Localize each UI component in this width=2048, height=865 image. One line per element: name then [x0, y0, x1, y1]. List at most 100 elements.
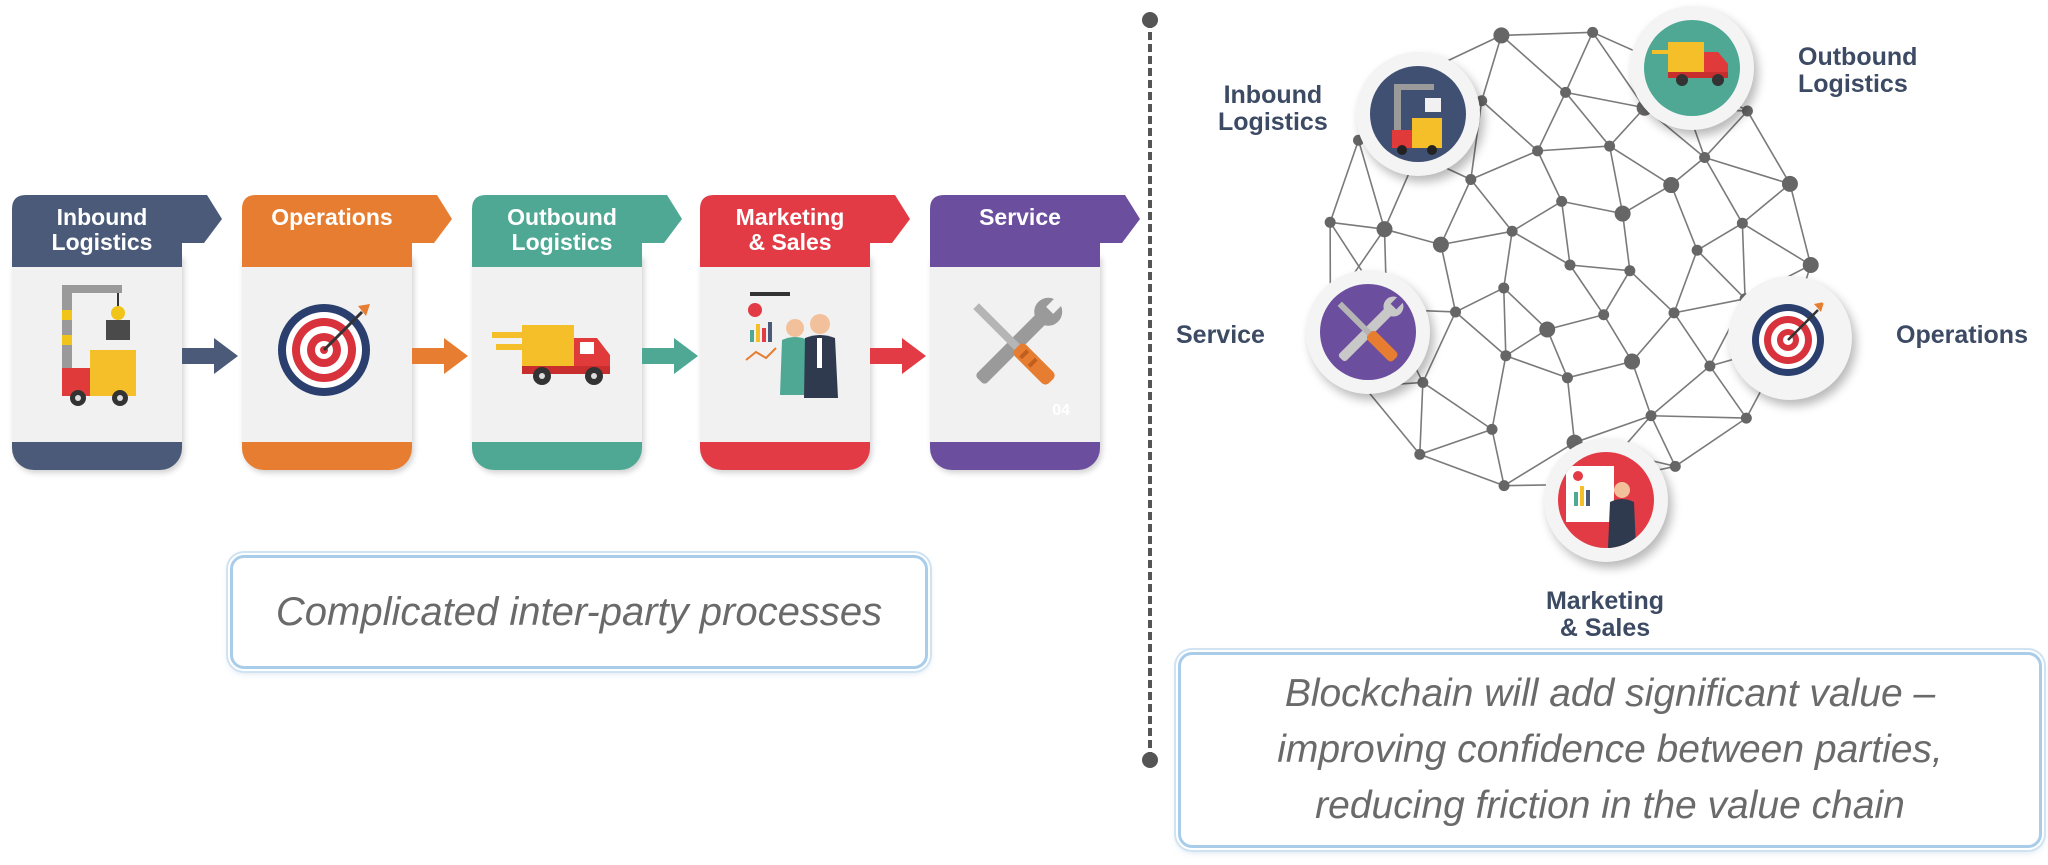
mesh-link	[1674, 417, 1747, 467]
presentation-icon	[720, 280, 850, 410]
mesh-link	[1363, 385, 1421, 455]
mesh-link	[1650, 365, 1711, 417]
mesh-link	[1609, 145, 1672, 186]
mesh-link	[1741, 183, 1791, 224]
mesh-link	[1470, 179, 1513, 232]
card-header: Outbound Logistics	[472, 195, 682, 267]
tools-icon	[1320, 284, 1416, 380]
node-label-inbound-logistics: Inbound Logistics	[1218, 81, 1328, 136]
card-title: Outbound Logistics	[507, 204, 617, 255]
mesh-node	[1691, 244, 1703, 256]
mesh-node	[1564, 259, 1576, 271]
target-icon	[1742, 290, 1838, 386]
node-outbound-logistics	[1630, 6, 1754, 130]
mesh-node	[1668, 307, 1680, 319]
mesh-node	[1624, 265, 1636, 277]
mesh-link	[1574, 414, 1652, 444]
card-header: Inbound Logistics	[12, 195, 222, 267]
right-caption-line: improving confidence between parties,	[1277, 728, 1943, 771]
mesh-link	[1670, 184, 1698, 251]
mesh-link	[1629, 270, 1675, 314]
mesh-node	[1802, 257, 1819, 273]
mesh-node	[1598, 309, 1610, 321]
mesh-link	[1455, 311, 1507, 357]
mesh-link	[1481, 100, 1539, 152]
mesh-link	[1603, 314, 1633, 362]
mesh-link	[1503, 287, 1548, 331]
mesh-link	[1566, 377, 1576, 443]
arrow-right-icon	[870, 338, 926, 374]
target-icon	[262, 280, 392, 410]
mesh-link	[1511, 200, 1563, 232]
mesh-node	[1740, 412, 1752, 424]
mesh-link	[1609, 107, 1646, 147]
mesh-link	[1564, 31, 1594, 93]
left-caption: Complicated inter-party processes	[230, 555, 928, 669]
right-caption-line: reducing friction in the value chain	[1315, 784, 1905, 827]
mesh-link	[1709, 365, 1747, 419]
mesh-link	[1673, 298, 1746, 314]
mesh-link	[1330, 221, 1385, 230]
mesh-node	[1781, 175, 1798, 192]
node-label-service: Service	[1176, 321, 1265, 349]
card-footer	[242, 442, 412, 470]
mesh-link	[1608, 145, 1624, 214]
mesh-node	[1645, 410, 1657, 422]
mesh-link	[1440, 244, 1457, 313]
mesh-link	[1440, 179, 1472, 245]
card-body: 04	[930, 255, 1100, 470]
card-operations: Operations	[242, 195, 452, 470]
node-inbound-logistics	[1356, 52, 1480, 176]
mesh-link	[1455, 287, 1505, 313]
mesh-link	[1703, 157, 1744, 224]
mesh-link	[1621, 213, 1631, 271]
mesh-link	[1561, 200, 1623, 215]
mesh-node	[1704, 360, 1716, 372]
delivery-truck-icon	[1644, 20, 1740, 116]
arrow-right-icon	[642, 338, 698, 374]
mesh-link	[1357, 140, 1386, 230]
mesh-link	[1440, 230, 1513, 246]
mesh-node	[1432, 236, 1449, 253]
mesh-link	[1500, 34, 1567, 93]
mesh-link	[1603, 270, 1631, 316]
mesh-link	[1704, 156, 1791, 185]
mesh-link	[1470, 150, 1538, 181]
mesh-node	[1624, 353, 1641, 370]
page-mark: 04	[1052, 402, 1070, 419]
mesh-link	[1741, 223, 1746, 299]
mesh-link	[1384, 228, 1442, 246]
mesh-link	[1422, 311, 1457, 383]
network-mesh	[1322, 26, 1819, 493]
mesh-link	[1422, 381, 1493, 431]
mesh-link	[1741, 222, 1812, 266]
card-footer	[700, 442, 870, 470]
mesh-node	[1614, 205, 1631, 222]
mesh-node	[1539, 321, 1556, 338]
divider-top-dot	[1142, 12, 1158, 28]
mesh-link	[1650, 415, 1676, 467]
mesh-node	[1493, 27, 1510, 44]
mesh-node	[1324, 216, 1336, 228]
mesh-node	[1498, 480, 1510, 492]
mesh-link	[1631, 312, 1675, 363]
card-outbound-logistics: Outbound Logistics	[472, 195, 682, 470]
delivery-truck-icon	[492, 280, 622, 410]
mesh-link	[1569, 264, 1630, 272]
mesh-node	[1532, 145, 1544, 157]
right-caption: Blockchain will add significant value – …	[1178, 652, 2042, 848]
mesh-link	[1546, 329, 1569, 379]
divider-bottom-dot	[1142, 752, 1158, 768]
node-service	[1306, 270, 1430, 394]
card-title: Service	[979, 204, 1061, 230]
mesh-node	[1736, 217, 1748, 229]
card-marketing-sales: Marketing & Sales	[700, 195, 910, 470]
mesh-node	[1498, 282, 1510, 294]
node-label-outbound-logistics: Outbound Logistics	[1798, 43, 1918, 98]
mesh-link	[1673, 312, 1711, 367]
mesh-node	[1560, 86, 1572, 98]
mesh-link	[1502, 287, 1507, 356]
mesh-link	[1537, 145, 1610, 152]
mesh-link	[1547, 313, 1604, 331]
node-label-marketing-sales: Marketing & Sales	[1545, 587, 1665, 642]
